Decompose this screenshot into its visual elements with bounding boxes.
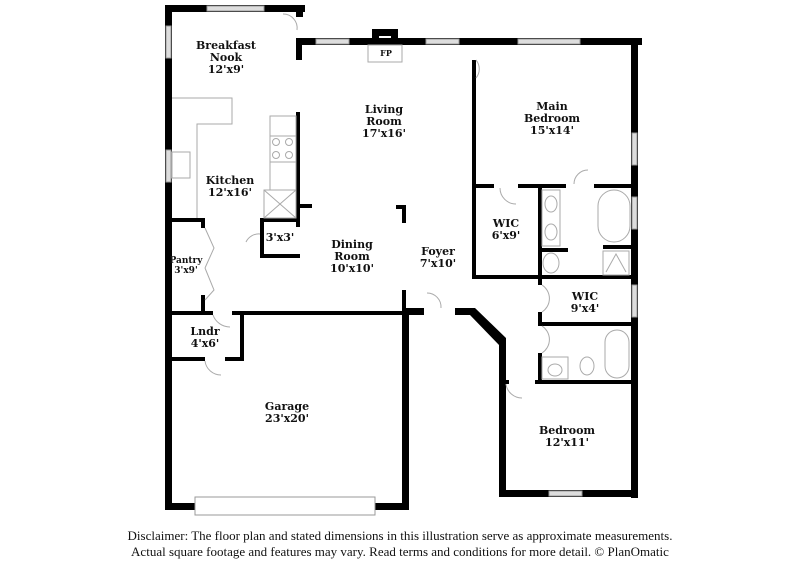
room-label-main-bedroom: Main Bedroom 15'x14' <box>523 100 581 137</box>
room-label-closet: 3'x3' <box>265 231 295 244</box>
room-label-dining-room: Dining Room 10'x10' <box>330 238 374 275</box>
floor-plan-drawing <box>165 5 642 516</box>
room-label-laundry: Lndr 4'x6' <box>190 325 220 350</box>
room-label-bedroom: Bedroom 12'x11' <box>538 424 596 449</box>
room-label-breakfast-nook: Breakfast Nook 12'x9' <box>196 39 256 76</box>
windows <box>165 5 638 516</box>
room-label-wic-second: WIC 9'x4' <box>570 290 600 315</box>
fireplace-label: FP <box>380 48 392 58</box>
room-label-living-room: Living Room 17'x16' <box>362 103 406 140</box>
room-label-wic-main: WIC 6'x9' <box>491 217 521 242</box>
disclaimer-line-2: Actual square footage and features may v… <box>131 544 669 559</box>
room-label-kitchen: Kitchen 12'x16' <box>205 174 255 199</box>
disclaimer-line-1: Disclaimer: The floor plan and stated di… <box>127 528 673 543</box>
room-label-garage: Garage 23'x20' <box>264 400 310 425</box>
fixtures <box>171 13 631 399</box>
room-label-foyer: Foyer 7'x10' <box>419 245 457 270</box>
interior-walls <box>165 60 638 384</box>
room-label-pantry: Pantry 3'x9' <box>169 256 203 276</box>
disclaimer: Disclaimer: The floor plan and stated di… <box>0 528 800 560</box>
